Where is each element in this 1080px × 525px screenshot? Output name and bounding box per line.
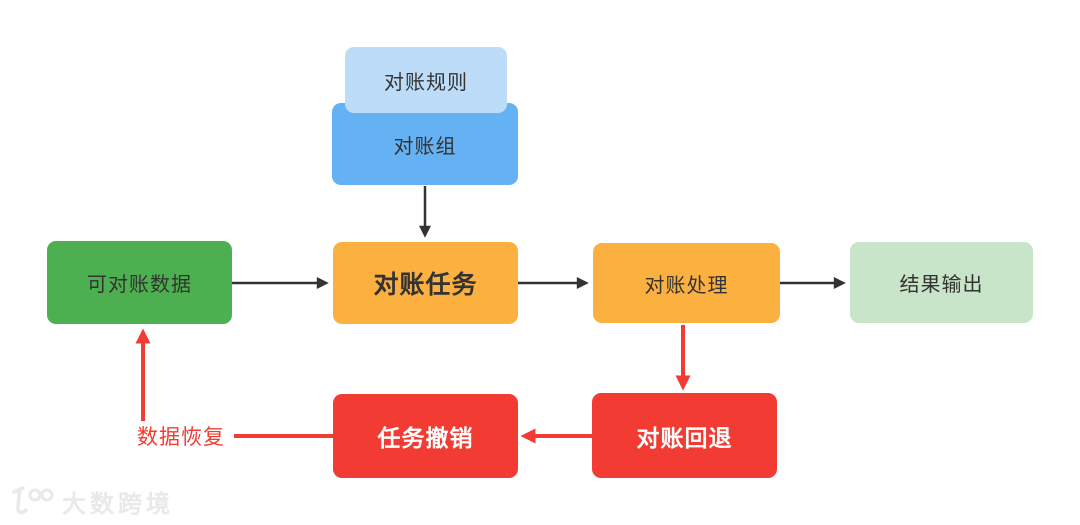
node-result-output: 结果输出 [850, 242, 1033, 323]
node-label: 对账组 [393, 135, 457, 158]
node-reconciliation-rollback: 对账回退 [592, 393, 777, 478]
node-reconciliation-rules: 对账规则 [345, 47, 507, 113]
node-label: 对账回退 [636, 424, 733, 451]
node-reconciliation-processing: 对账处理 [593, 243, 780, 323]
edge-label-data-recovery: 数据恢复 [128, 421, 234, 451]
node-label: 任务撤销 [377, 425, 474, 451]
node-label: 对账处理 [644, 274, 729, 297]
node-label: 结果输出 [899, 274, 984, 296]
watermark-brand-text: 大数跨境 [62, 491, 174, 518]
node-reconciliation-group: 对账组 [332, 103, 518, 185]
node-label: 可对账数据 [87, 274, 192, 296]
node-reconciliation-task: 对账任务 [333, 242, 518, 324]
node-label: 对账任务 [373, 271, 478, 299]
node-task-cancellation: 任务撤销 [333, 394, 518, 478]
brand-100-logo-icon [12, 485, 54, 514]
watermark: 大数跨境 [10, 484, 174, 519]
node-label: 对账规则 [384, 71, 468, 94]
node-reconcilable-data: 可对账数据 [47, 241, 232, 324]
